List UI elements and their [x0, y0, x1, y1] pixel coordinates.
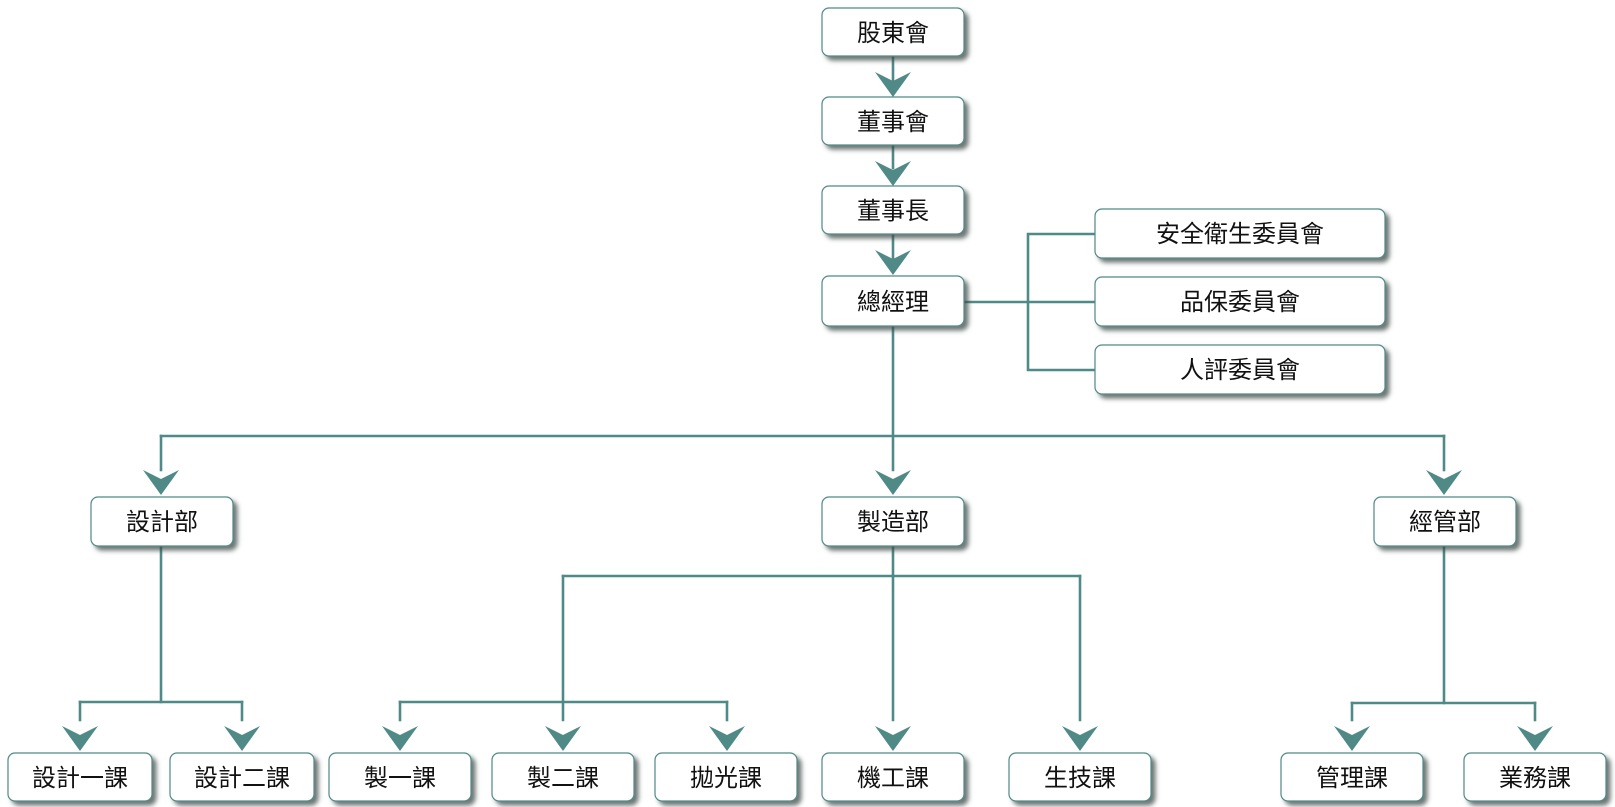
node-design-section-1-label: 設計一課 [32, 764, 128, 792]
arrowhead-to-board [875, 72, 911, 97]
node-design-dept: 設計部 [90, 496, 234, 547]
node-gm: 總經理 [821, 275, 965, 327]
arrowhead-to-management-dept [1426, 470, 1462, 495]
arrowhead-to-mfg-section-2 [545, 726, 581, 751]
node-manufacturing-dept: 製造部 [821, 496, 965, 547]
node-safety-committee: 安全衛生委員會 [1094, 208, 1386, 259]
node-personnel-committee-label: 人評委員會 [1180, 356, 1300, 384]
node-machining-section: 機工課 [821, 752, 965, 802]
node-chairman-label: 董事長 [857, 197, 929, 225]
arrowhead-to-mfg-section-1 [382, 726, 418, 751]
arrowhead-to-design-dept [143, 470, 179, 495]
node-shareholders-label: 股東會 [857, 19, 929, 47]
node-mfg-section-2: 製二課 [491, 752, 635, 802]
node-design-section-2: 設計二課 [169, 752, 315, 802]
arrowhead-to-business-section [1517, 726, 1553, 751]
arrowhead-to-chairman [875, 161, 911, 186]
node-machining-section-label: 機工課 [857, 764, 929, 792]
node-design-section-2-label: 設計二課 [194, 764, 290, 792]
node-shareholders: 股東會 [821, 7, 965, 57]
node-admin-section-label: 管理課 [1316, 764, 1388, 792]
node-board-label: 董事會 [857, 108, 929, 136]
node-mfg-section-1: 製一課 [328, 752, 472, 802]
node-polishing-section-label: 拋光課 [690, 764, 762, 792]
node-management-dept: 經管部 [1373, 496, 1517, 547]
node-quality-committee-label: 品保委員會 [1180, 288, 1300, 316]
node-board: 董事會 [821, 96, 965, 146]
arrowhead-to-polishing [709, 726, 745, 751]
connector-committee-bracket [1026, 232, 1097, 372]
node-design-dept-label: 設計部 [126, 508, 198, 536]
node-management-dept-label: 經管部 [1409, 508, 1481, 536]
node-chairman: 董事長 [821, 185, 965, 235]
node-safety-committee-label: 安全衛生委員會 [1156, 220, 1324, 248]
arrowheads [62, 72, 1553, 751]
arrowhead-to-production-tech [1062, 726, 1098, 751]
node-gm-label: 總經理 [857, 288, 929, 316]
node-production-tech-section: 生技課 [1008, 752, 1152, 802]
node-design-section-1: 設計一課 [7, 752, 153, 802]
node-production-tech-section-label: 生技課 [1044, 764, 1116, 792]
arrowhead-to-design-section-1 [62, 726, 98, 751]
node-manufacturing-dept-label: 製造部 [857, 508, 929, 536]
node-polishing-section: 拋光課 [654, 752, 798, 802]
arrowhead-to-manufacturing-dept [875, 470, 911, 495]
node-admin-section: 管理課 [1280, 752, 1424, 802]
node-mfg-section-1-label: 製一課 [364, 764, 436, 792]
arrowhead-to-gm [875, 250, 911, 275]
node-mfg-section-2-label: 製二課 [527, 764, 599, 792]
node-business-section: 業務課 [1463, 752, 1607, 802]
node-personnel-committee: 人評委員會 [1094, 344, 1386, 395]
arrowhead-to-machining [875, 726, 911, 751]
arrowhead-to-admin-section [1334, 726, 1370, 751]
node-quality-committee: 品保委員會 [1094, 276, 1386, 327]
node-business-section-label: 業務課 [1499, 764, 1571, 792]
arrowhead-to-design-section-2 [224, 726, 260, 751]
connectors [78, 54, 1537, 722]
